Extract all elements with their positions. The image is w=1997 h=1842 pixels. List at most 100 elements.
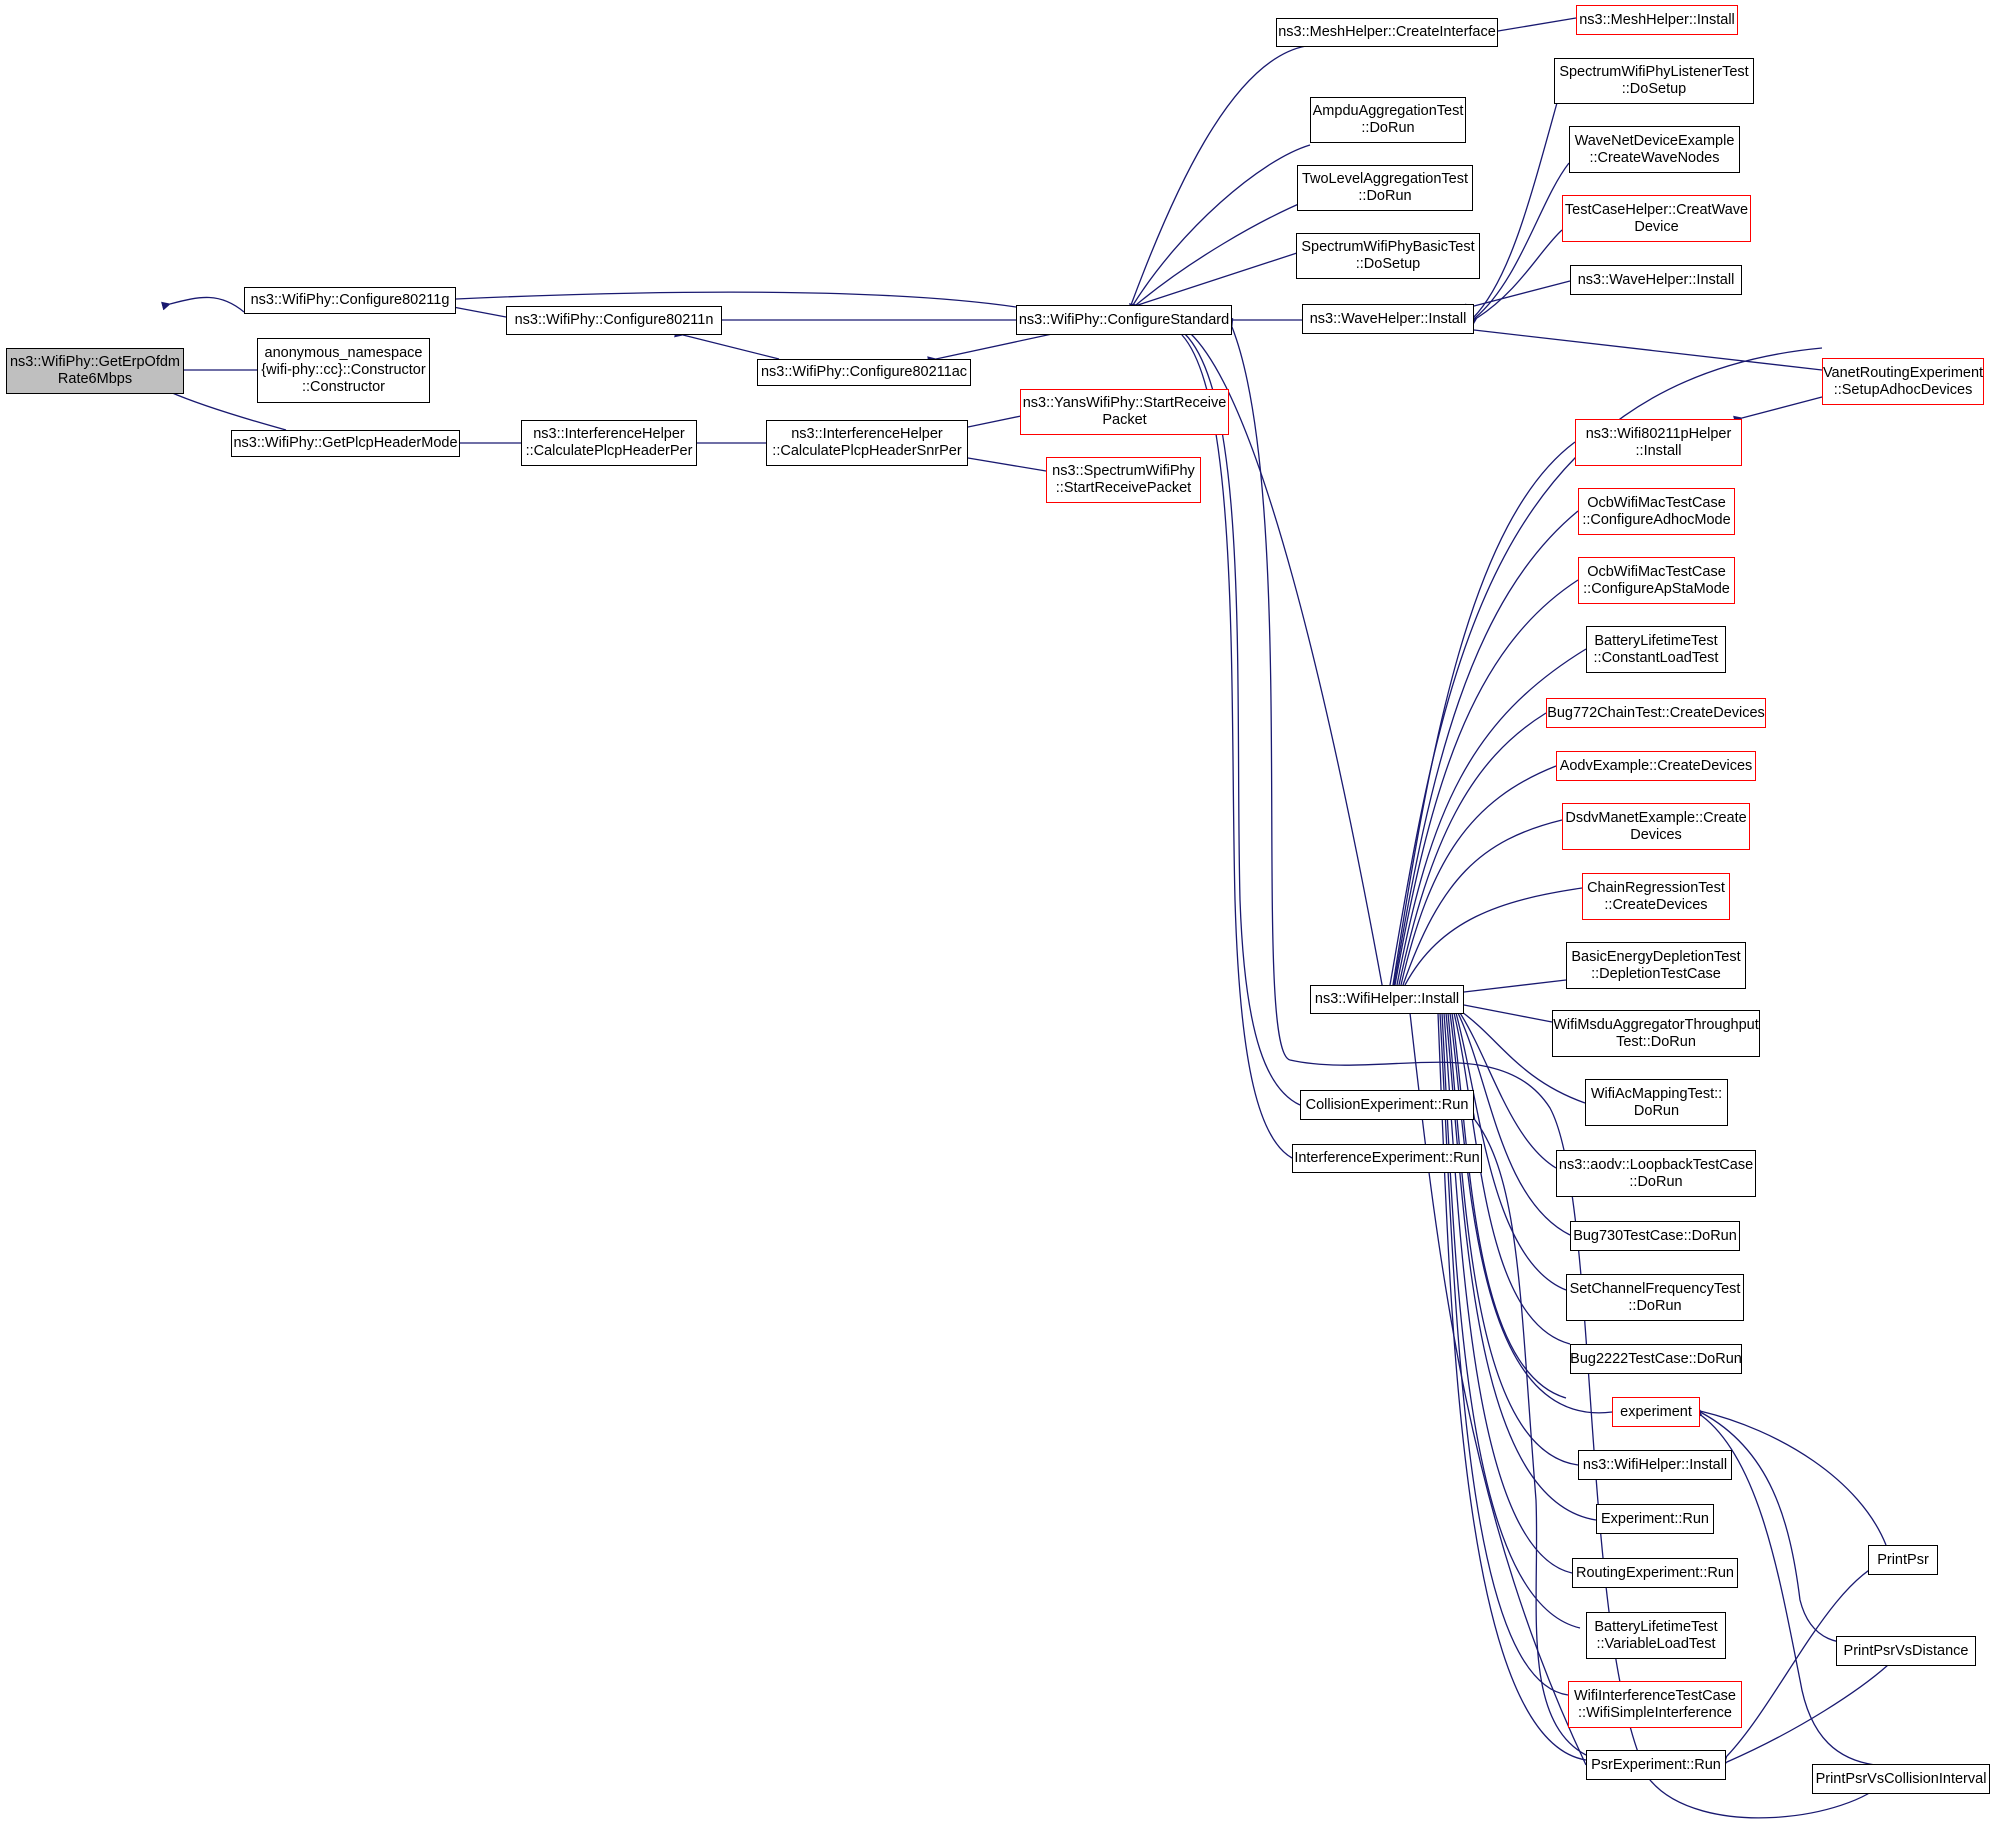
edge	[1384, 347, 1823, 994]
node-configure80211n[interactable]: ns3::WifiPhy::Configure80211n	[506, 306, 722, 335]
edge	[1465, 162, 1570, 327]
edge	[1397, 887, 1583, 995]
node-vanet-setup-adhoc-devices[interactable]: VanetRoutingExperiment ::SetupAdhocDevic…	[1822, 358, 1984, 405]
node-battery-constant-load-test[interactable]: BatteryLifetimeTest ::ConstantLoadTest	[1586, 626, 1726, 673]
node-interference-experiment-run[interactable]: InterferenceExperiment::Run	[1292, 1144, 1482, 1173]
node-wave-net-device-example[interactable]: WaveNetDeviceExample ::CreateWaveNodes	[1569, 126, 1740, 173]
node-anonymous-namespace-constructor[interactable]: anonymous_namespace {wifi-phy::cc}::Cons…	[257, 338, 430, 403]
edge	[1433, 1004, 1587, 1761]
edge	[444, 301, 507, 318]
node-msdu-aggregator-throughput[interactable]: WifiMsduAggregatorThroughput Test::DoRun	[1552, 1010, 1760, 1057]
edge	[1717, 1664, 1889, 1770]
node-ocb-configure-apsta-mode[interactable]: OcbWifiMacTestCase ::ConfigureApStaMode	[1578, 557, 1735, 604]
node-get-erp-ofdm-rate6mbps: ns3::WifiPhy::GetErpOfdm Rate6Mbps	[6, 348, 184, 394]
edge	[1455, 999, 1553, 1023]
node-wifi-helper-install-2[interactable]: ns3::WifiHelper::Install	[1578, 1450, 1732, 1480]
edge	[1691, 1404, 1887, 1546]
node-print-psr[interactable]: PrintPsr	[1868, 1545, 1938, 1575]
edge-group	[160, 17, 1889, 1819]
node-wifi80211p-helper-install[interactable]: ns3::Wifi80211pHelper ::Install	[1575, 419, 1742, 466]
edge	[1466, 1110, 1587, 1756]
node-configure80211ac[interactable]: ns3::WifiPhy::Configure80211ac	[757, 359, 971, 386]
node-set-channel-frequency-test[interactable]: SetChannelFrequencyTest ::DoRun	[1566, 1274, 1744, 1321]
edge	[1465, 280, 1571, 313]
edge	[447, 291, 1017, 308]
edge	[1126, 199, 1309, 314]
node-test-case-helper-creat-wave-device[interactable]: TestCaseHelper::CreatWave Device	[1562, 195, 1751, 242]
node-bug2222-test-case[interactable]: Bug2222TestCase::DoRun	[1570, 1344, 1742, 1374]
node-collision-experiment-run[interactable]: CollisionExperiment::Run	[1300, 1090, 1474, 1120]
node-dsdv-manet-create-devices[interactable]: DsdvManetExample::Create Devices	[1562, 803, 1750, 850]
node-battery-variable-load-test[interactable]: BatteryLifetimeTest ::VariableLoadTest	[1586, 1612, 1726, 1659]
edge	[1435, 1004, 1569, 1696]
edge	[1442, 1004, 1579, 1466]
edge	[1444, 1004, 1613, 1414]
edge	[1449, 1003, 1567, 1291]
edge	[1455, 979, 1567, 998]
edge	[1467, 229, 1563, 327]
edge	[1452, 1003, 1586, 1104]
edge	[1404, 1004, 1587, 1766]
node-basic-energy-depletion-test[interactable]: BasicEnergyDepletionTest ::DepletionTest…	[1566, 942, 1746, 989]
node-ac-mapping-test[interactable]: WifiAcMappingTest:: DoRun	[1585, 1079, 1728, 1126]
node-wifi-simple-interference[interactable]: WifiInterferenceTestCase ::WifiSimpleInt…	[1568, 1681, 1742, 1728]
node-ampdu-aggregation-test[interactable]: AmpduAggregationTest ::DoRun	[1310, 97, 1466, 143]
node-spectrum-start-receive-packet[interactable]: ns3::SpectrumWifiPhy ::StartReceivePacke…	[1046, 457, 1201, 503]
node-psr-experiment-run[interactable]: PsrExperiment::Run	[1586, 1750, 1726, 1780]
node-calculate-plcp-header-per[interactable]: ns3::InterferenceHelper ::CalculatePlcpH…	[521, 420, 697, 466]
node-experiment-run[interactable]: Experiment::Run	[1596, 1504, 1714, 1534]
node-spectrum-phy-basic-test[interactable]: SpectrumWifiPhyBasicTest ::DoSetup	[1296, 233, 1480, 279]
node-yans-start-receive-packet[interactable]: ns3::YansWifiPhy::StartReceive Packet	[1020, 389, 1229, 435]
node-calculate-plcp-header-snr-per[interactable]: ns3::InterferenceHelper ::CalculatePlcpH…	[766, 420, 968, 466]
node-mesh-create-interface[interactable]: ns3::MeshHelper::CreateInterface	[1276, 18, 1498, 47]
edge	[1446, 1004, 1567, 1399]
edge	[1465, 324, 1823, 371]
edge	[160, 384, 287, 431]
node-wifi-helper-install[interactable]: ns3::WifiHelper::Install	[1310, 985, 1464, 1014]
node-chain-regression-create-devices[interactable]: ChainRegressionTest ::CreateDevices	[1582, 873, 1730, 920]
edge	[1733, 396, 1823, 425]
edge	[1718, 1559, 1889, 1765]
node-routing-experiment-run[interactable]: RoutingExperiment::Run	[1572, 1558, 1738, 1588]
edge	[1450, 1003, 1571, 1236]
edge	[1181, 324, 1384, 991]
edge	[927, 333, 1053, 366]
edge	[1692, 1407, 1876, 1766]
edge	[1391, 648, 1587, 994]
node-print-psr-vs-distance[interactable]: PrintPsrVsDistance	[1836, 1636, 1976, 1666]
edge	[1123, 45, 1307, 315]
edge	[1128, 251, 1301, 312]
edge	[959, 452, 1047, 472]
node-print-psr-vs-collision-interval[interactable]: PrintPsrVsCollisionInterval	[1812, 1764, 1990, 1794]
edge	[1447, 1004, 1571, 1345]
node-two-level-aggregation-test[interactable]: TwoLevelAggregationTest ::DoRun	[1297, 165, 1473, 211]
edge	[1389, 579, 1579, 994]
edge	[1451, 1003, 1557, 1169]
node-configure80211g[interactable]: ns3::WifiPhy::Configure80211g	[244, 287, 456, 314]
edge	[1394, 765, 1557, 994]
node-wave-helper-install[interactable]: ns3::WaveHelper::Install	[1302, 304, 1474, 334]
node-experiment[interactable]: experiment	[1612, 1397, 1700, 1427]
edge	[674, 328, 780, 360]
node-get-plcp-header-mode[interactable]: ns3::WifiPhy::GetPlcpHeaderMode	[231, 430, 460, 457]
edge	[1392, 712, 1547, 994]
node-aodv-loopback-test-case[interactable]: ns3::aodv::LoopbackTestCase ::DoRun	[1556, 1150, 1756, 1197]
edge	[161, 296, 245, 313]
node-bug730-test-case[interactable]: Bug730TestCase::DoRun	[1570, 1221, 1740, 1251]
node-wave-helper-install-2[interactable]: ns3::WaveHelper::Install	[1570, 265, 1742, 295]
node-bug772-chain-create-devices[interactable]: Bug772ChainTest::CreateDevices	[1546, 698, 1766, 728]
node-configure-standard[interactable]: ns3::WifiPhy::ConfigureStandard	[1016, 305, 1232, 335]
node-spectrum-phy-listener-test[interactable]: SpectrumWifiPhyListenerTest ::DoSetup	[1554, 58, 1754, 104]
edge	[959, 415, 1022, 434]
edge	[1176, 325, 1301, 1106]
edge	[1396, 819, 1563, 995]
edge	[1124, 144, 1311, 315]
node-aodv-example-create-devices[interactable]: AodvExample::CreateDevices	[1556, 751, 1756, 781]
edge	[1224, 317, 1887, 1819]
edge	[1387, 441, 1576, 994]
node-ocb-configure-adhoc-mode[interactable]: OcbWifiMacTestCase ::ConfigureAdhocMode	[1578, 488, 1735, 535]
node-mesh-helper-install[interactable]: ns3::MeshHelper::Install	[1576, 5, 1738, 35]
edge	[1489, 17, 1577, 37]
